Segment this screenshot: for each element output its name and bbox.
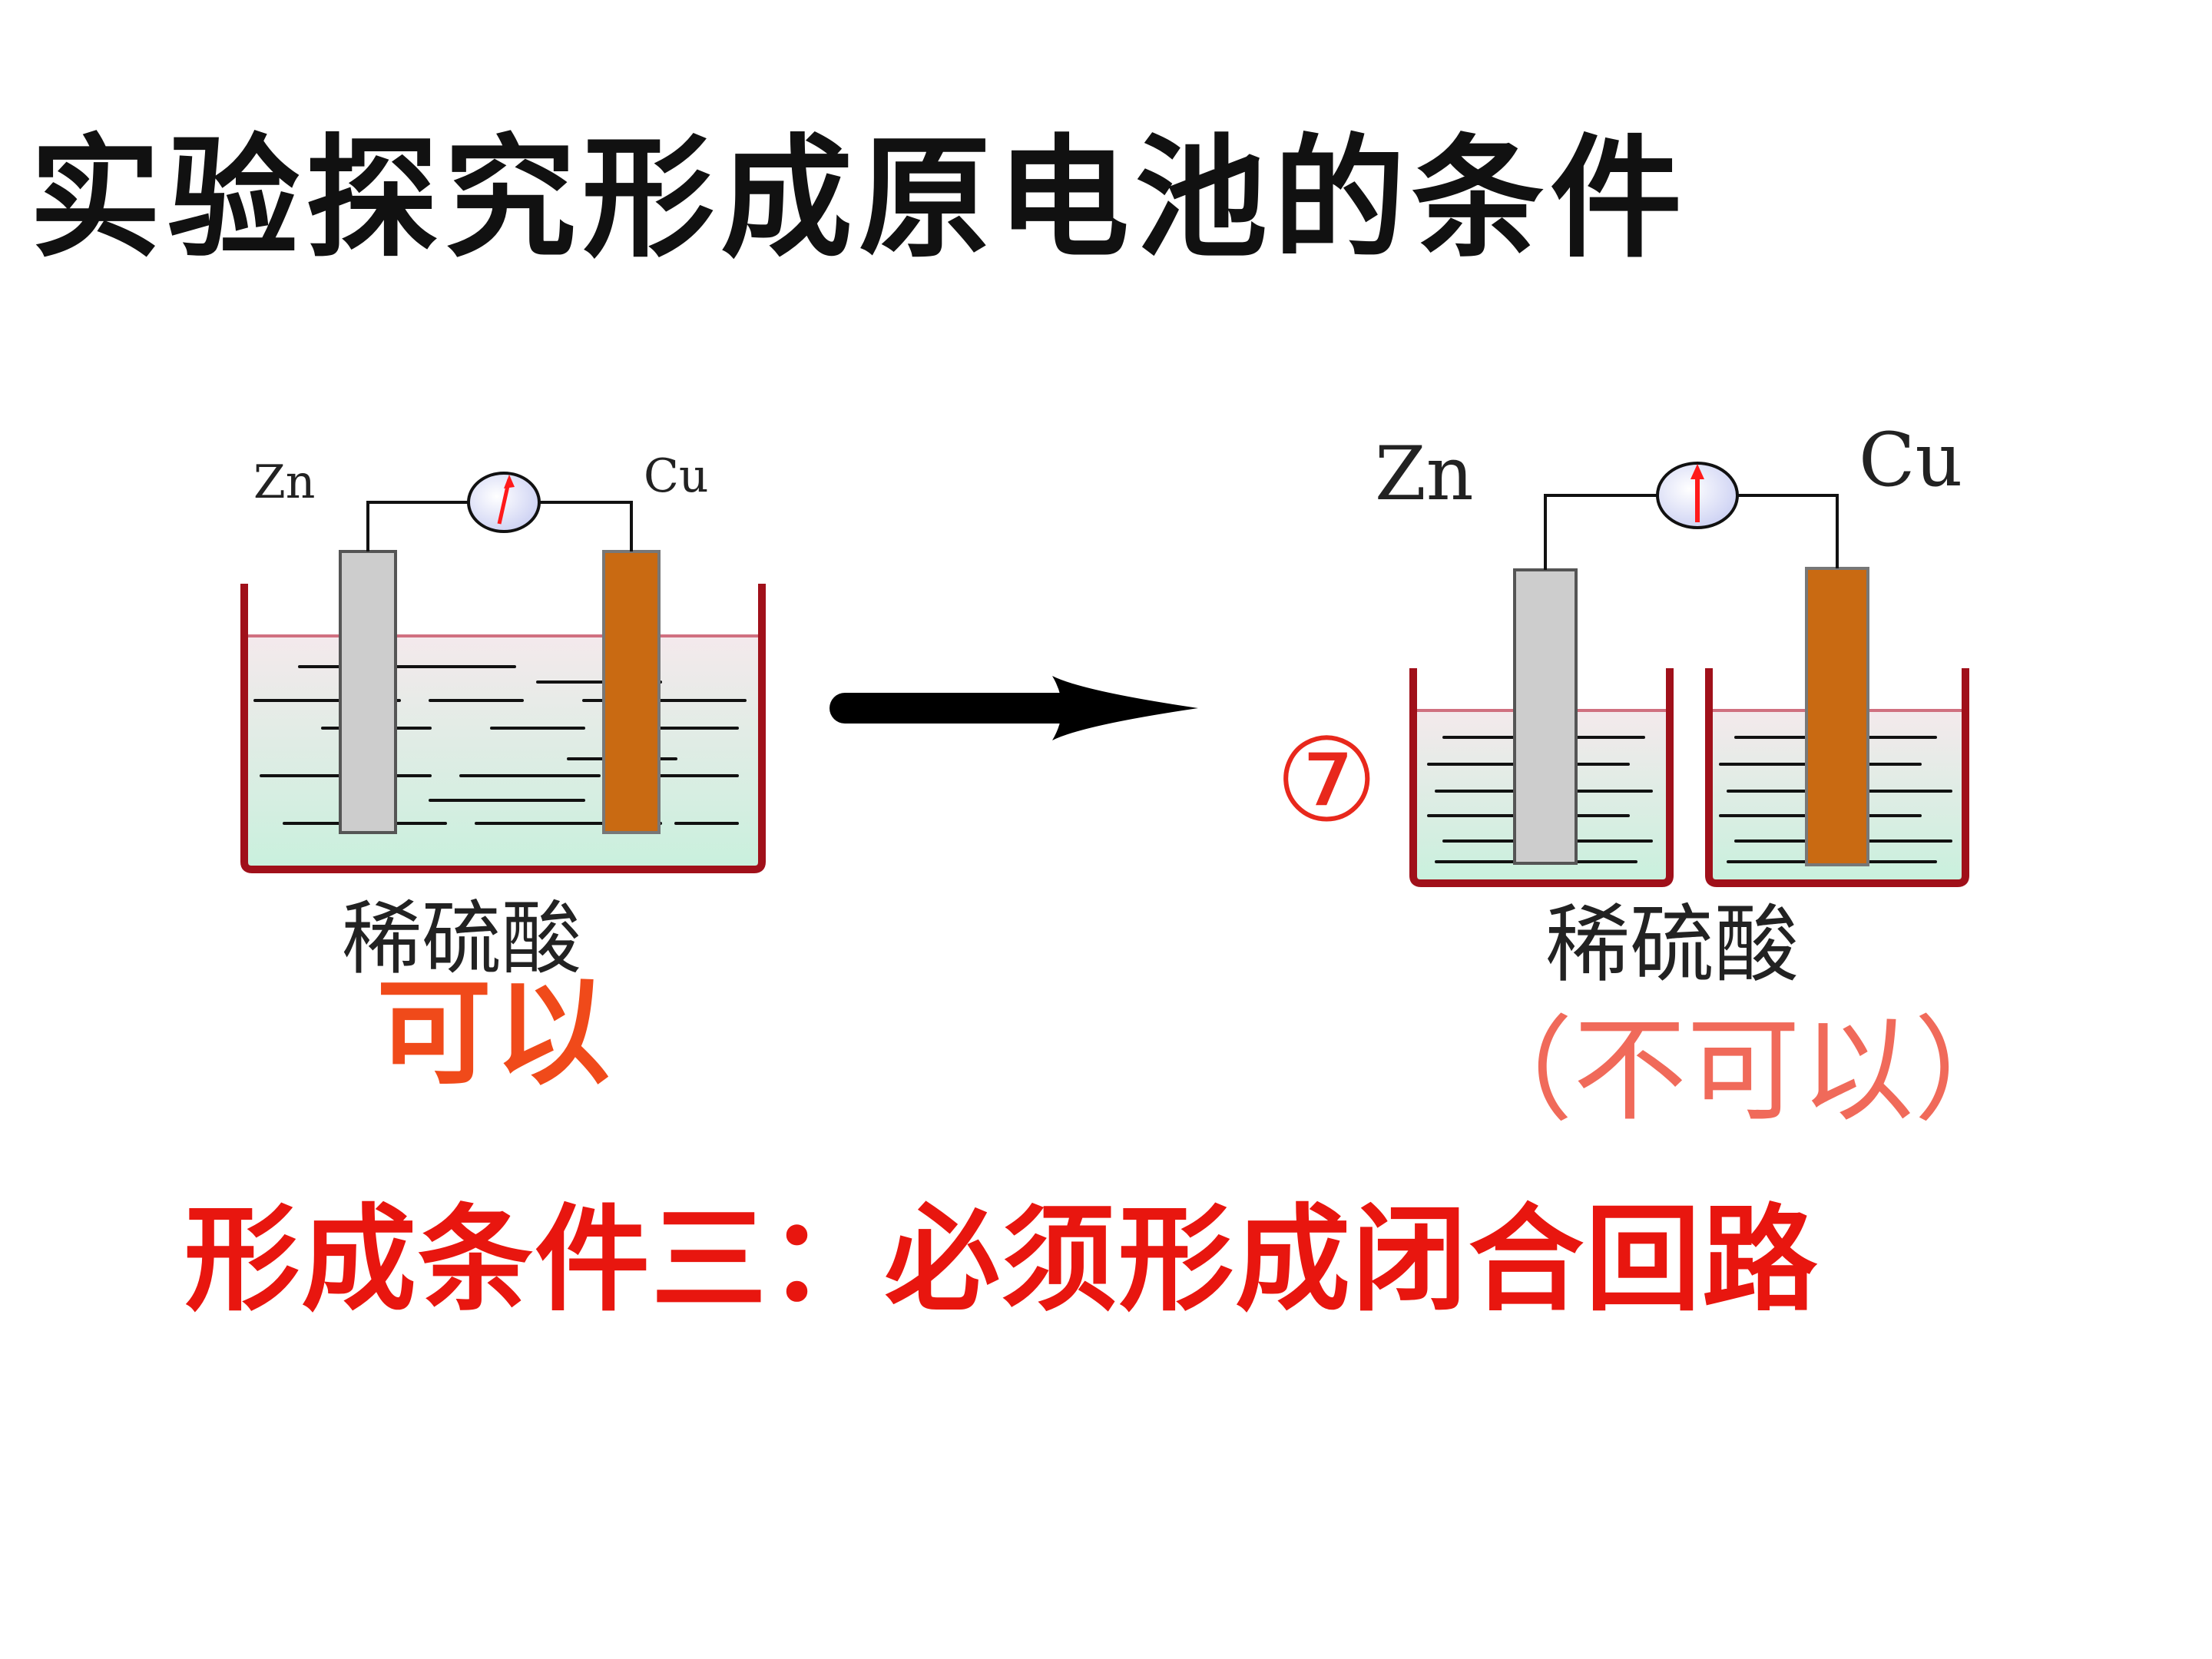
left-result-label: 可以 (376, 965, 614, 1101)
right-galvanometer (1656, 462, 1739, 529)
left-solution-label: 稀硫酸 (342, 892, 581, 985)
left-copper-electrode (602, 550, 661, 834)
left-setup: Zn Cu 稀硫酸 (240, 449, 766, 985)
slide-title: 实验探究形成原电池的条件 (29, 120, 1688, 276)
left-beaker (240, 584, 766, 873)
right-setup: ⑦ (1275, 417, 1969, 994)
right-result-label: （不可以） (1459, 1005, 2028, 1137)
left-cu-label: Cu (644, 449, 709, 503)
left-solution (246, 636, 760, 868)
right-zinc-electrode (1513, 568, 1578, 865)
right-zn-label: Zn (1375, 431, 1474, 517)
left-zn-label: Zn (253, 455, 315, 509)
right-cu-label: Cu (1859, 417, 1962, 503)
case-number: ⑦ (1275, 714, 1378, 848)
right-copper-electrode (1805, 567, 1869, 866)
conclusion-text: 形成条件三：必须形成闭合回路 (184, 1192, 1820, 1327)
transition-arrow (830, 676, 1198, 740)
left-galvanometer (467, 472, 541, 533)
left-zinc-electrode (339, 550, 397, 834)
left-beaker-outline (240, 584, 766, 873)
right-solution-label: 稀硫酸 (1545, 896, 1799, 994)
